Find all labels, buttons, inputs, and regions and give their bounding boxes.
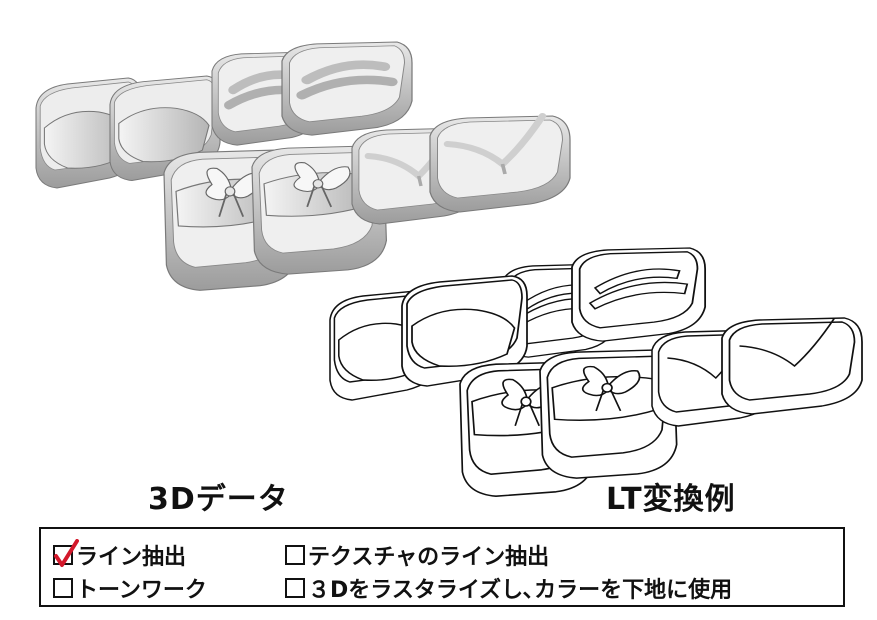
option-label: ３Dをラスタライズし､カラーを下地に使用	[308, 578, 733, 603]
option-label: ライン抽出	[76, 545, 187, 570]
option-rasterize-3d[interactable]: ３Dをラスタライズし､カラーを下地に使用	[285, 572, 732, 604]
option-label: テクスチャのライン抽出	[308, 545, 550, 570]
option-tone-work[interactable]: トーンワーク	[53, 572, 207, 604]
line-art-render	[329, 247, 863, 498]
option-label: トーンワーク	[76, 578, 207, 603]
option-line-extraction[interactable]: ライン抽出	[53, 539, 186, 571]
rasterize-3d-checkbox[interactable]	[285, 578, 305, 598]
caption-3d-data: 3Dデータ	[148, 482, 289, 517]
option-texture-line-extraction[interactable]: テクスチャのライン抽出	[285, 539, 549, 571]
tone-work-checkbox[interactable]	[53, 578, 73, 598]
conversion-options-panel: ライン抽出 テクスチャのライン抽出 トーンワーク ３Dをラスタライズし､カラーを…	[39, 527, 845, 607]
3d-render	[35, 42, 570, 292]
texture-line-extraction-checkbox[interactable]	[285, 545, 305, 565]
checkmark-icon	[54, 539, 79, 567]
line-extraction-checkbox[interactable]	[53, 539, 79, 567]
caption-lt-conversion: LT変換例	[606, 482, 736, 517]
